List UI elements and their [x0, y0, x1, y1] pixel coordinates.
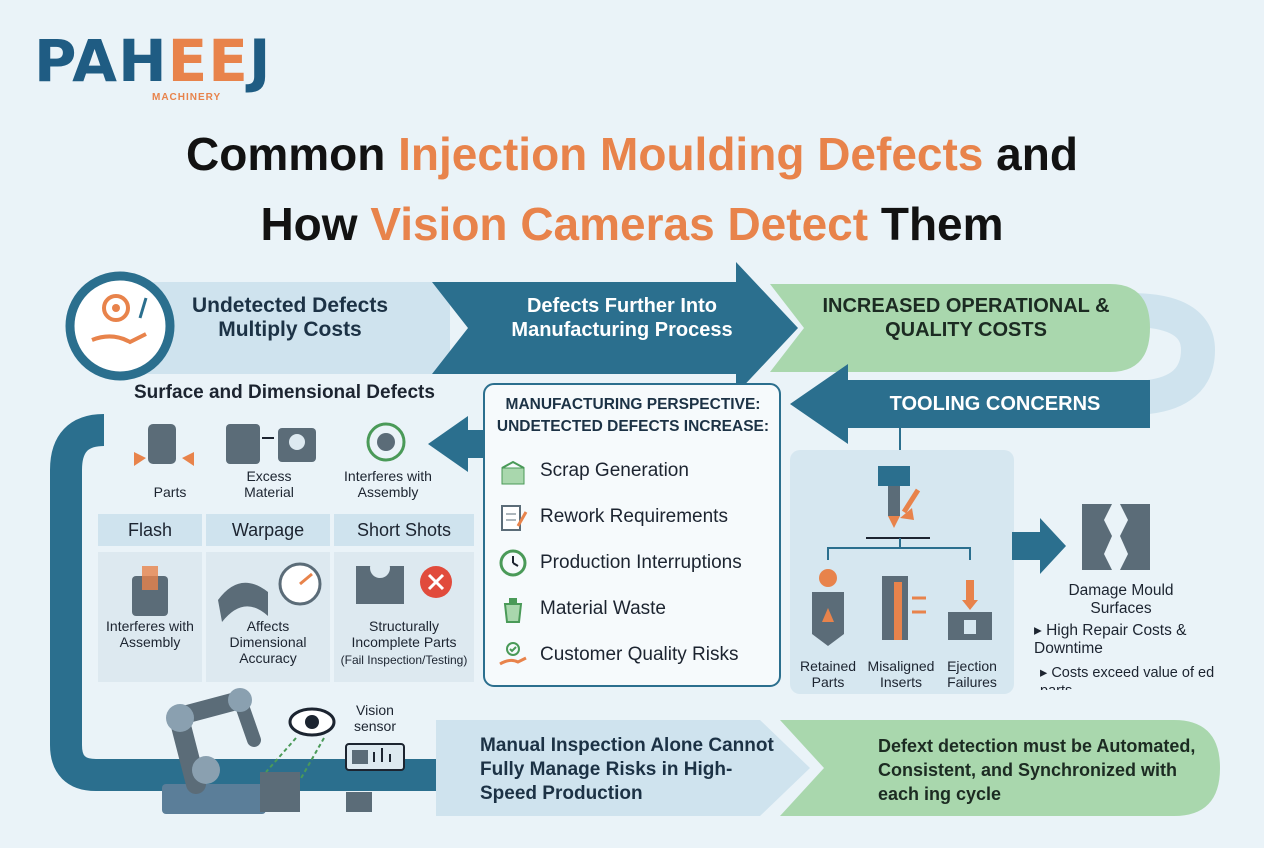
- tooling-misaligned: Misaligned Inserts: [867, 658, 935, 690]
- step1-box: [104, 282, 450, 374]
- tooling-label: TOOLING CONCERNS: [889, 393, 1101, 415]
- damage-title: Damage Mould Surfaces: [1068, 582, 1174, 617]
- tooling-ejection: Ejection Failures: [947, 658, 997, 690]
- surface-icon-label-parts: Parts: [153, 484, 187, 500]
- step2-label: Defects Further Into Manufacturing Proce…: [511, 295, 733, 341]
- automated-pill: [780, 720, 1220, 816]
- step3-label: INCREASED OPERATIONAL & QUALITY COSTS: [822, 295, 1110, 341]
- short-shots-caption: Structurally Incomplete Parts: [351, 618, 457, 650]
- cost-icon-circle: [65, 271, 175, 381]
- short-shots-note: (Fail Inspection/Testing): [340, 653, 468, 667]
- damage-bullet: ▸ High Repair Costs & Downtime: [1034, 622, 1187, 657]
- col-warpage: Warpage: [206, 514, 330, 546]
- surface-title: Surface and Dimensional Defects: [134, 382, 435, 403]
- col-flash: Flash: [98, 514, 202, 546]
- trash-bag-icon: [503, 598, 523, 623]
- perspective-item: Production Interruptions: [496, 548, 742, 578]
- manual-label: Manual Inspection Alone Cannot Fully Man…: [480, 735, 774, 804]
- flash-caption: Interferes with Assembly: [106, 618, 194, 650]
- perspective-item: Customer Quality Risks: [496, 640, 739, 670]
- perspective-item: Material Waste: [496, 594, 666, 624]
- brand-logo: PAHEEJ MACHINERY: [34, 27, 272, 106]
- col-short-shots: Short Shots: [334, 514, 474, 546]
- vision-sensor-label: Vision sensor: [353, 702, 397, 734]
- step2-arrow: [432, 262, 798, 394]
- tooling-arrow: [790, 364, 1150, 444]
- brand-sub: MACHINERY: [152, 92, 222, 103]
- damage-bullet: ▸ Costs exceed value of ed parts: [1040, 665, 1215, 690]
- surface-icon-label-excess: Excess Material: [244, 468, 294, 500]
- perspective-item: Rework Requirements: [496, 502, 728, 532]
- tooling-retained: Retained Parts: [799, 658, 857, 690]
- step3-pill: [770, 284, 1150, 372]
- step1-label: Undetected Defects Multiply Costs: [191, 294, 389, 341]
- loop-arrow: [50, 414, 448, 791]
- surface-icon-label-interferes: Interferes with Assembly: [344, 468, 432, 500]
- page-title-line1: Common Injection Moulding Defects and: [186, 128, 1078, 180]
- box-icon: [501, 460, 525, 485]
- clipboard-pen-icon: [501, 505, 528, 531]
- perspective-title: MANUFACTURING PERSPECTIVE: UNDETECTED DE…: [496, 396, 770, 435]
- perspective-box: [483, 383, 781, 687]
- page-title-line2: How Vision Cameras Detect Them: [260, 198, 1004, 250]
- brand-name: PAHEEJ: [34, 27, 272, 95]
- hand-check-icon: [499, 642, 527, 666]
- perspective-item: Scrap Generation: [496, 456, 689, 486]
- automated-label: Defext detection must be Automated, Cons…: [878, 736, 1196, 804]
- clock-icon: [499, 549, 527, 577]
- warpage-caption: Affects Dimensional Accuracy: [229, 618, 307, 666]
- manual-arrow: [436, 720, 810, 816]
